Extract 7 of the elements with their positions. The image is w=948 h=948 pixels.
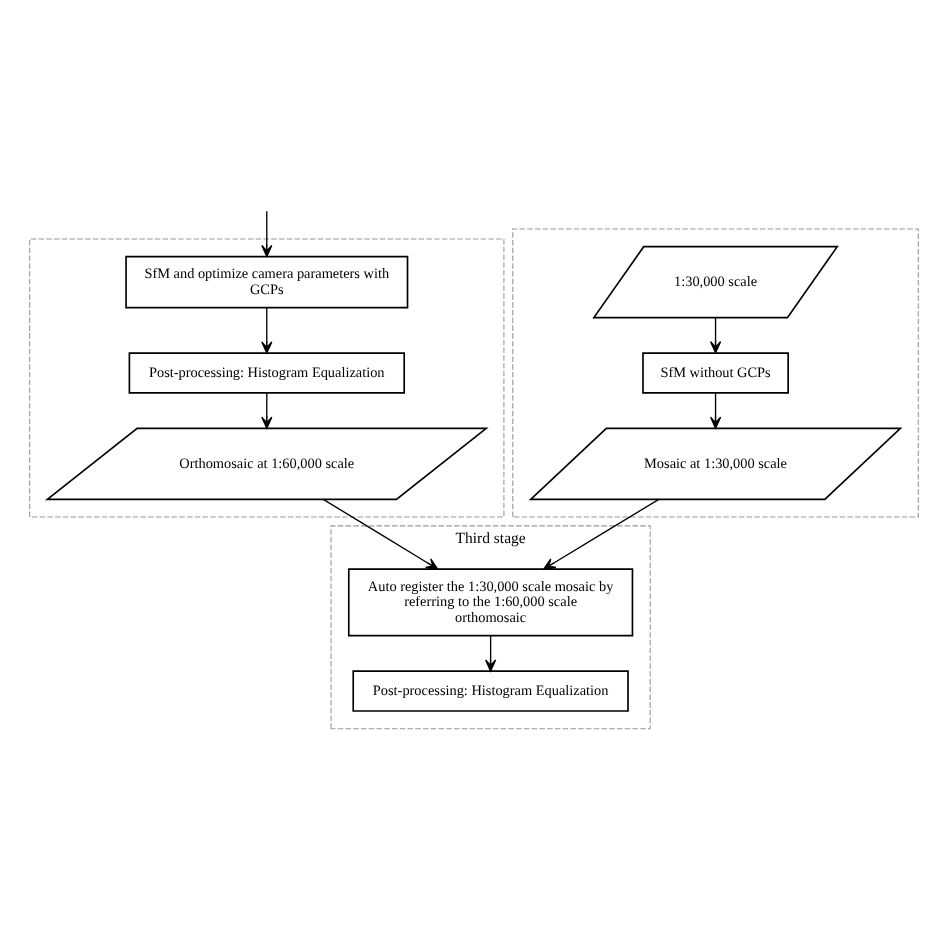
arrow (261, 307, 273, 354)
cluster (29, 238, 505, 518)
arrow (261, 392, 273, 429)
arrow (484, 635, 497, 672)
arrow (709, 317, 722, 354)
cluster (512, 228, 919, 518)
arrow (709, 392, 722, 429)
